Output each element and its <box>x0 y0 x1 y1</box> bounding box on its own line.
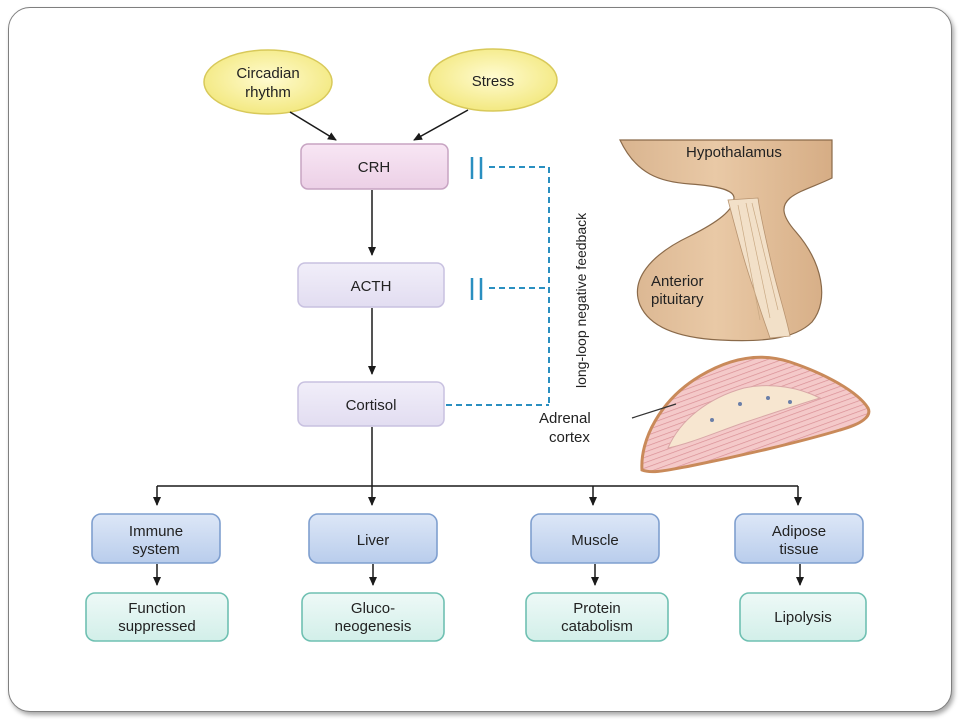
target-adipose-tissue: Adipose tissue <box>734 513 864 564</box>
feedback-label: long-loop negative feedback <box>573 212 589 388</box>
adipose-line-1: Adipose <box>772 523 826 540</box>
negative-feedback-loop <box>446 166 550 406</box>
circadian-line-2: rhythm <box>245 84 291 101</box>
anterior-pituitary-line-2: pituitary <box>651 291 704 308</box>
effect-muscle-line-1: Protein <box>573 600 621 617</box>
inhibition-bar-crh <box>470 157 483 179</box>
tissue-effect-arrows <box>153 564 804 586</box>
cortisol-node: Cortisol <box>297 381 445 427</box>
acth-node: ACTH <box>297 262 445 308</box>
hypothalamus-label: Hypothalamus <box>686 144 782 161</box>
effect-protein-catabolism: Protein catabolism <box>525 592 669 642</box>
adrenal-cortex-illustration: Adrenal cortex <box>539 355 871 474</box>
cortisol-label: Cortisol <box>346 397 397 414</box>
adipose-line-2: tissue <box>779 541 818 558</box>
crh-label: CRH <box>358 159 391 176</box>
cortisol-distribution <box>153 427 802 506</box>
effect-liver-line-1: Gluco- <box>351 600 395 617</box>
effect-liver-line-2: neogenesis <box>335 618 412 635</box>
effect-gluconeogenesis: Gluco- neogenesis <box>301 592 445 642</box>
inhibition-bar-acth <box>470 278 483 300</box>
adrenal-cortex-line-2: cortex <box>549 429 590 446</box>
effect-muscle-line-2: catabolism <box>561 618 633 635</box>
stress-node: Stress <box>428 48 558 112</box>
hypothalamus-pituitary-illustration: Hypothalamus Anterior pituitary <box>619 139 833 342</box>
crh-node: CRH <box>300 143 449 190</box>
muscle-label: Muscle <box>571 532 619 549</box>
effect-lipolysis: Lipolysis <box>739 592 867 642</box>
target-muscle: Muscle <box>530 513 660 564</box>
stress-label: Stress <box>472 73 515 90</box>
arrow-circadian-to-crh <box>289 111 337 141</box>
effect-immune-line-1: Function <box>128 600 186 617</box>
effect-adipose-label: Lipolysis <box>774 609 832 626</box>
effect-immune-line-2: suppressed <box>118 618 196 635</box>
circadian-line-1: Circadian <box>236 65 299 82</box>
acth-label: ACTH <box>351 278 392 295</box>
immune-line-2: system <box>132 541 180 558</box>
effect-function-suppressed: Function suppressed <box>85 592 229 642</box>
target-immune-system: Immune system <box>91 513 221 564</box>
circadian-rhythm-node: Circadian rhythm <box>203 49 333 115</box>
immune-line-1: Immune <box>129 523 183 540</box>
target-liver: Liver <box>308 513 438 564</box>
adrenal-cortex-line-1: Adrenal <box>539 410 591 427</box>
arrow-stress-to-crh <box>413 109 469 141</box>
anterior-pituitary-line-1: Anterior <box>651 273 704 290</box>
liver-label: Liver <box>357 532 390 549</box>
